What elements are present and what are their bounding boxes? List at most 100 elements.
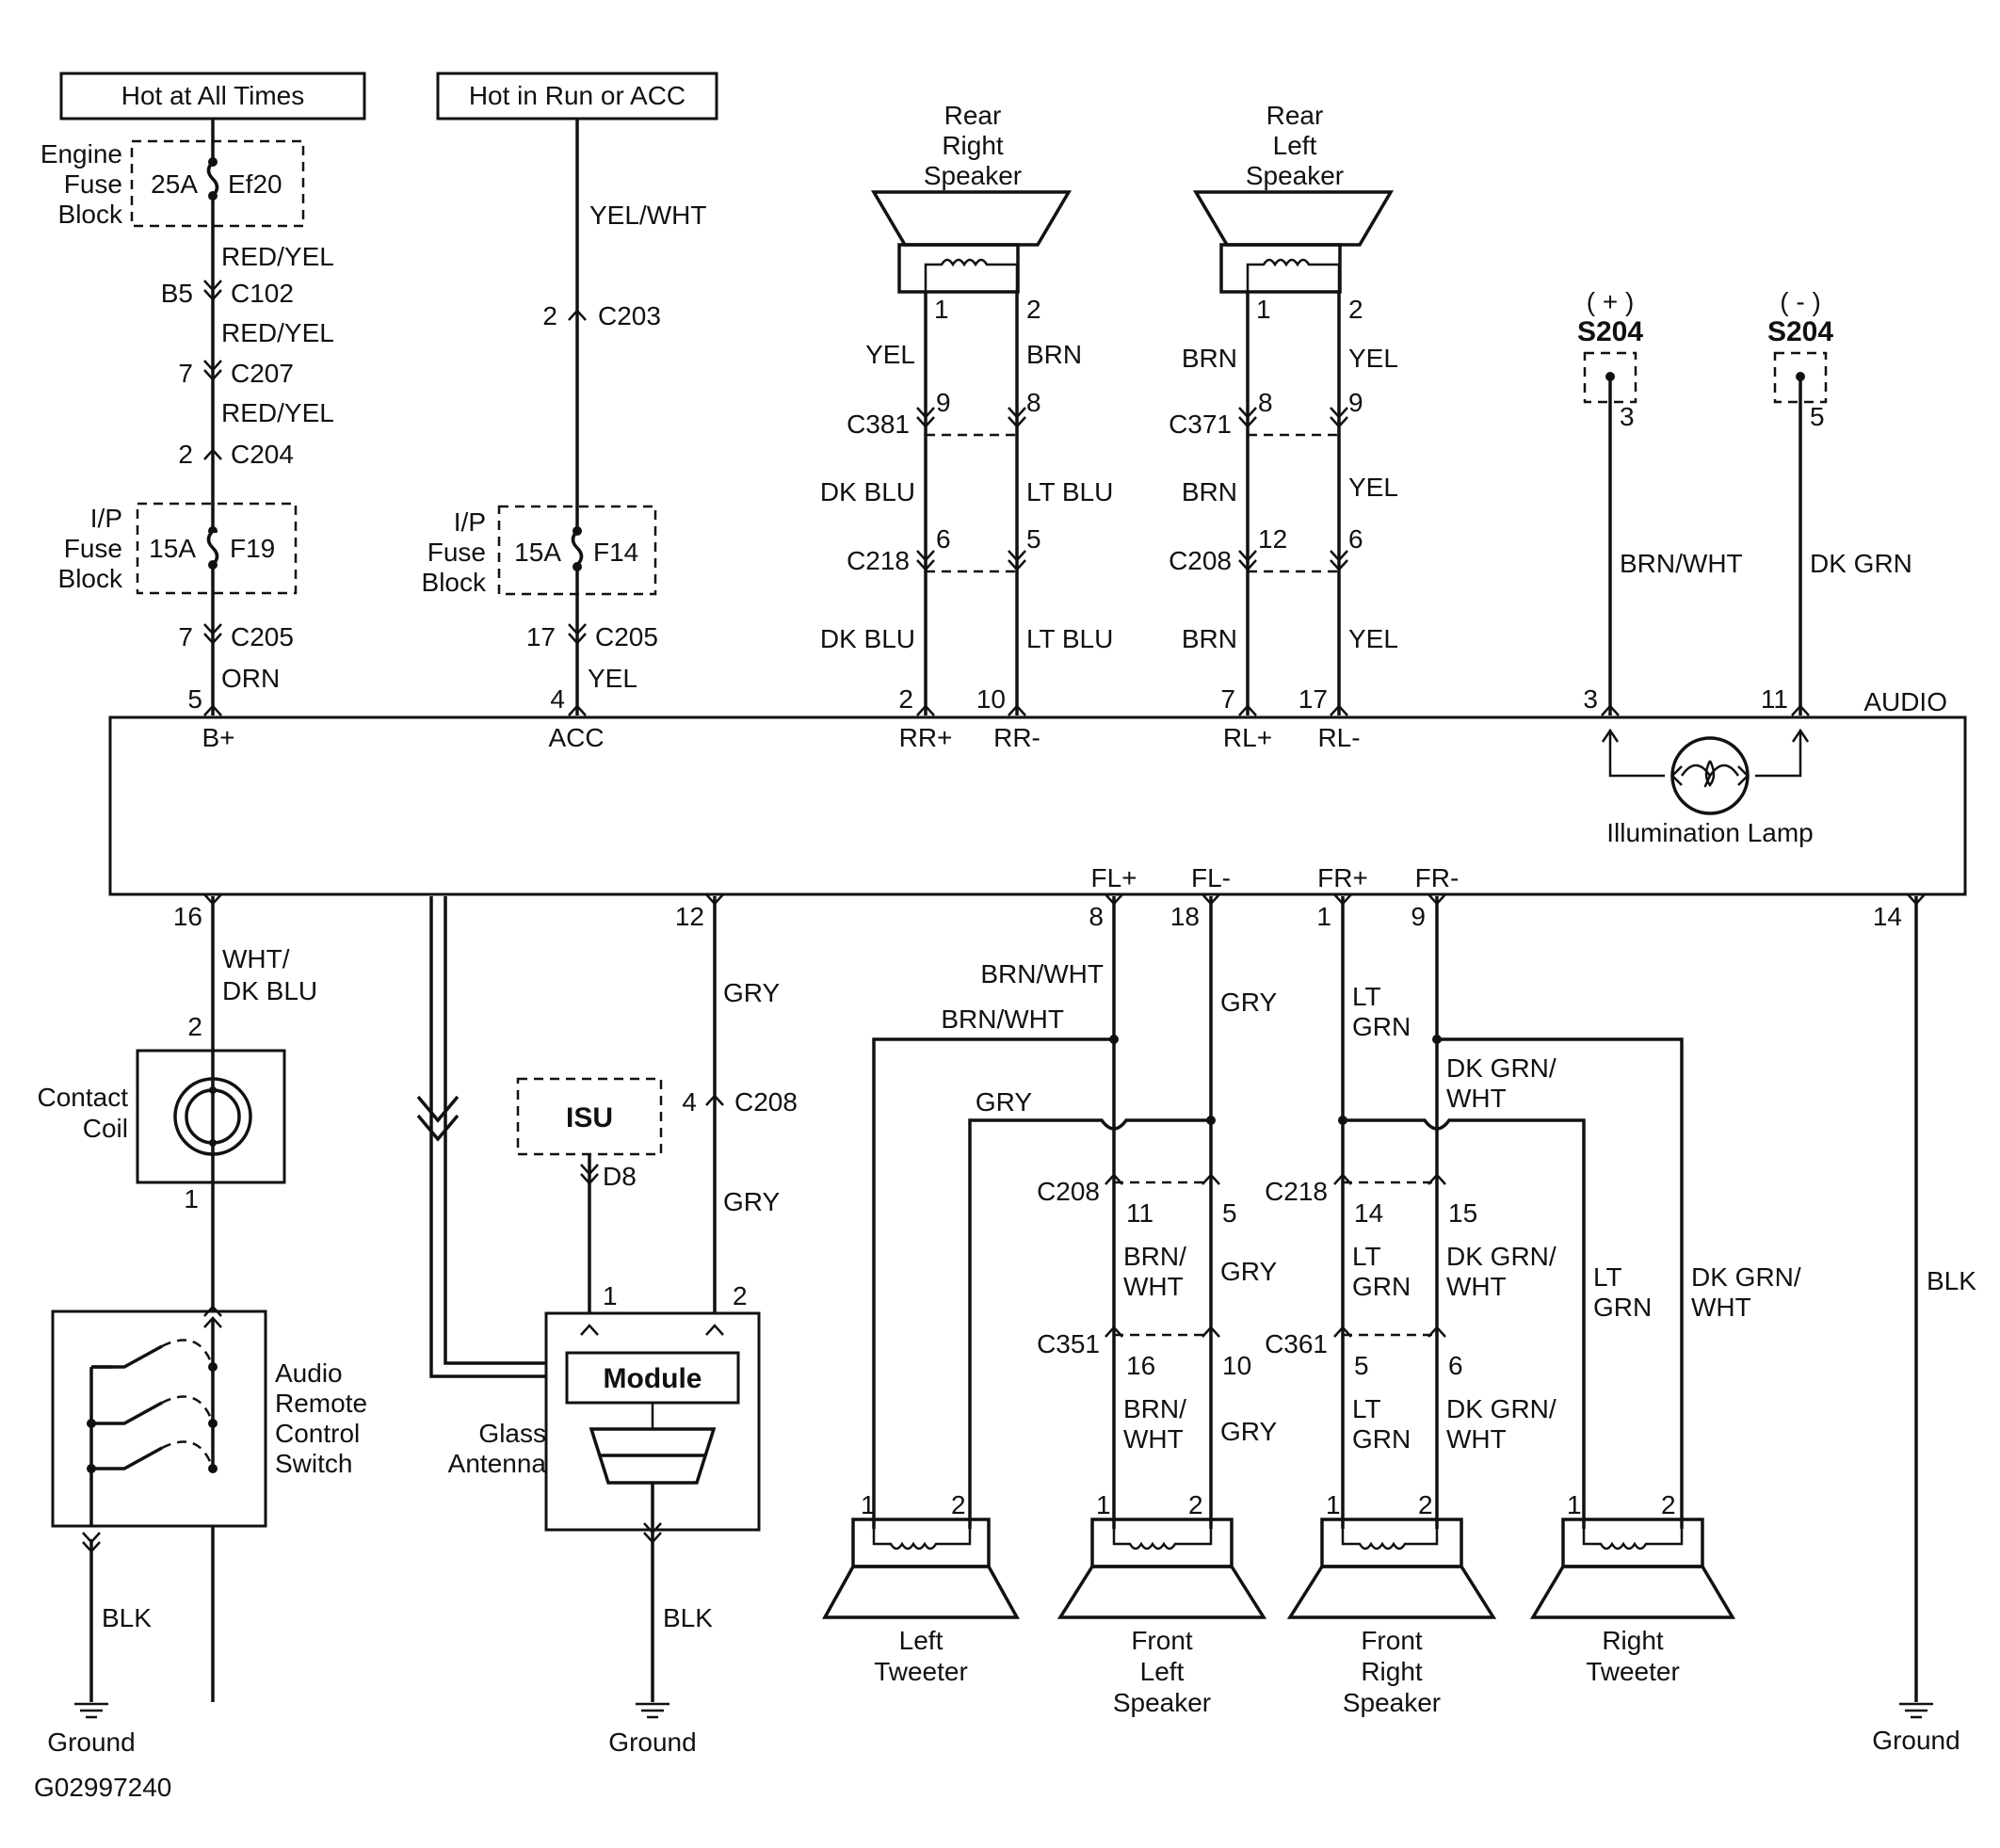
- wire-brn-wht-illum: BRN/WHT: [1620, 549, 1743, 578]
- fls-pin-2: 2: [1188, 1490, 1203, 1519]
- terminal-rl-plus: RL+: [1223, 723, 1272, 752]
- wire-wht-dk-blu-2: DK BLU: [222, 976, 317, 1005]
- terminal-fr-minus: FR-: [1415, 863, 1460, 892]
- rr-wire-lt-blu-2: LT BLU: [1026, 624, 1113, 653]
- fl-c208-pin-5: 5: [1222, 1198, 1237, 1228]
- connector-c208-antenna: C208: [734, 1087, 798, 1117]
- connector-c361: C361: [1265, 1329, 1328, 1358]
- rr-wire-brn: BRN: [1026, 340, 1082, 369]
- right-tweeter-label-1: Right: [1602, 1626, 1664, 1655]
- right-tweeter-label-2: Tweeter: [1586, 1657, 1680, 1686]
- fr-wire-dk-grn-wht-3b: WHT: [1446, 1424, 1507, 1454]
- front-right-speaker-label-1: Front: [1361, 1626, 1423, 1655]
- left-tweeter-label-1: Left: [899, 1626, 944, 1655]
- fls-pin-1: 1: [1096, 1490, 1111, 1519]
- front-right-speaker-cone: [1286, 1565, 1497, 1619]
- connector-c351: C351: [1037, 1329, 1100, 1358]
- rl-wire-brn-2: BRN: [1182, 477, 1237, 506]
- fr-c361-pin-6: 6: [1448, 1351, 1463, 1380]
- s204-minus-sign: ( - ): [1780, 287, 1821, 316]
- contact-coil-label-2: Coil: [83, 1114, 128, 1143]
- lt-pin-2: 2: [951, 1490, 966, 1519]
- isu-label: ISU: [566, 1102, 613, 1133]
- rear-right-speaker-circuit: Rear Right Speaker 1 2 YEL BRN 9 8 C381 …: [820, 101, 1113, 717]
- rl-pin-1: 1: [1256, 295, 1271, 324]
- rl-c208-pin-6: 6: [1348, 524, 1363, 554]
- illum-pin-11: 11: [1761, 684, 1788, 714]
- remote-control-circuit: 16 WHT/ DK BLU 2 Contact Coil 1 Audio Re…: [38, 892, 367, 1757]
- rear-left-speaker-label-3: Speaker: [1246, 161, 1344, 190]
- fl-wire-gry-2: GRY: [1220, 1257, 1277, 1286]
- connector-c371: C371: [1169, 410, 1232, 439]
- rr-c218-pin-6: 6: [936, 524, 951, 554]
- rl-wire-yel-2: YEL: [1348, 473, 1398, 502]
- fl-wire-brn-wht-3a: BRN/: [1123, 1394, 1186, 1423]
- s204-plus-sign: ( + ): [1587, 287, 1635, 316]
- rr-pin-1: 1: [934, 295, 949, 324]
- connector-c218-rr: C218: [847, 546, 910, 575]
- ip-fuse-block-f14-label-3: Block: [422, 568, 487, 597]
- fr-wire-dk-grn-wht-1b: WHT: [1446, 1084, 1507, 1113]
- connector-c205-right: C205: [595, 622, 658, 651]
- fr-wire-lt-grn-3b: GRN: [1352, 1424, 1411, 1454]
- audio-label: AUDIO: [1863, 687, 1947, 716]
- module-label: Module: [604, 1363, 702, 1394]
- front-right-circuit: 1 9 LT GRN DK GRN/ WHT C218 14 15 LT GRN…: [1265, 892, 1801, 1717]
- ground-label-2: Ground: [608, 1727, 696, 1757]
- front-left-circuit: 8 18 BRN/WHT GRY BRN/WHT GRY C208 11 5 B…: [822, 892, 1277, 1717]
- s204-plus-label: S204: [1577, 316, 1643, 347]
- glass-antenna-symbol: [589, 1427, 717, 1485]
- rl-pin-2: 2: [1348, 295, 1363, 324]
- ip-fuse-block-f14-label-2: Fuse: [427, 538, 486, 567]
- fuse-f19-symbol: [206, 529, 219, 567]
- fr-wire-dk-grn-wht-2a: DK GRN/: [1446, 1242, 1556, 1271]
- lt-wire-gry: GRY: [976, 1087, 1032, 1117]
- pin-2-c203: 2: [542, 301, 557, 330]
- rt-wire-dk-grn-wht-a: DK GRN/: [1691, 1262, 1801, 1292]
- module-pin-2: 2: [733, 1281, 748, 1310]
- s204-plus-box: [1583, 351, 1637, 404]
- antenna-wire-gry-1: GRY: [723, 978, 780, 1007]
- terminal-rr-plus: RR+: [899, 723, 953, 752]
- remote-wire-blk: BLK: [102, 1603, 152, 1632]
- contact-coil-label-1: Contact: [38, 1083, 129, 1112]
- rl-wire-brn-1: BRN: [1182, 344, 1237, 373]
- remote-switch-label-2: Remote: [275, 1389, 367, 1418]
- fuse-f14-symbol: [571, 529, 584, 567]
- rl-plus-pin-7: 7: [1220, 684, 1235, 714]
- wire-red-yel-2: RED/YEL: [221, 318, 334, 347]
- rt-pin-1: 1: [1567, 1490, 1582, 1519]
- front-left-speaker-label-2: Left: [1140, 1657, 1185, 1686]
- connector-c381: C381: [847, 410, 910, 439]
- terminal-rl-minus: RL-: [1317, 723, 1360, 752]
- s204-illumination-circuit: ( + ) S204 3 BRN/WHT 3 ( - ) S204 5 DK G…: [1577, 287, 1912, 717]
- fr-c218-pin-15: 15: [1448, 1198, 1477, 1228]
- module-box: [565, 1351, 740, 1405]
- audio-pin-16: 16: [173, 902, 202, 931]
- rt-wire-dk-grn-wht-b: WHT: [1691, 1293, 1751, 1322]
- connector-c205-left: C205: [231, 622, 294, 651]
- rl-wire-brn-3: BRN: [1182, 624, 1237, 653]
- rr-pin-2: 2: [1026, 295, 1041, 324]
- fr-wire-lt-grn-1a: LT: [1352, 982, 1381, 1011]
- audio-ground-wire-blk: BLK: [1927, 1266, 1976, 1295]
- switch-2: [91, 1401, 163, 1425]
- rear-right-speaker-label-1: Rear: [944, 101, 1002, 130]
- audio-ground-circuit: 14 BLK Ground: [1872, 892, 1976, 1755]
- ip-fuse-block-f19-label-3: Block: [58, 564, 123, 593]
- isu-pin-d8: D8: [603, 1162, 637, 1191]
- rr-c381-pin-8: 8: [1026, 388, 1041, 417]
- ip-fuse-block-f19-label-2: Fuse: [64, 534, 122, 563]
- wire-dk-grn-illum: DK GRN: [1810, 549, 1912, 578]
- illumination-lamp-label: Illumination Lamp: [1606, 818, 1813, 847]
- fuse-f19-label: F19: [230, 534, 275, 563]
- c208-antenna-pin-4: 4: [682, 1087, 697, 1117]
- audio-remote-control-switch-box: [51, 1310, 267, 1528]
- fl-wire-brn-wht-1: BRN/WHT: [980, 959, 1104, 988]
- rr-wire-yel: YEL: [865, 340, 915, 369]
- rl-wire-yel-1: YEL: [1348, 344, 1398, 373]
- rear-right-speaker-magnet: [897, 243, 1020, 294]
- ip-fuse-block-f19-outline: [136, 502, 298, 595]
- hot-at-all-times-label: Hot at All Times: [121, 81, 305, 110]
